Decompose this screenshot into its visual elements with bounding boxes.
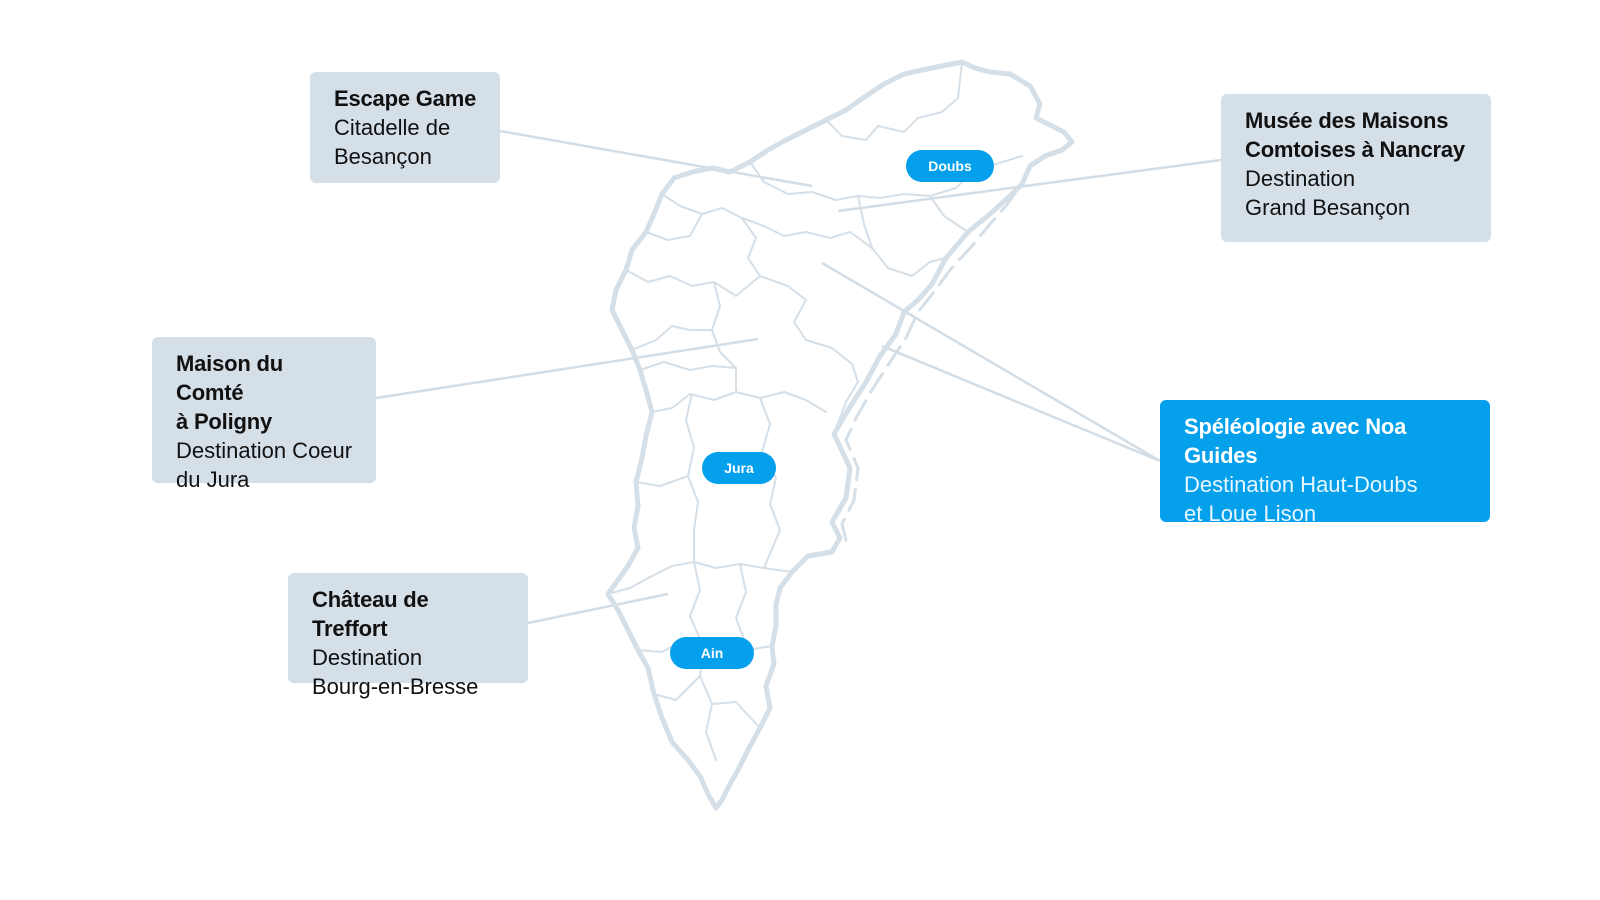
connector-speleologie-b (881, 344, 1161, 463)
place-subtitle-line: du Jura (176, 467, 250, 492)
place-subtitle-line: et Loue Lison (1184, 501, 1317, 526)
boundary-jura-3 (685, 281, 737, 563)
department-pill-doubs[interactable]: Doubs (906, 150, 994, 182)
boundary-doubs-2 (825, 61, 963, 141)
place-subtitle-line: Destination Coeur (176, 438, 353, 463)
boundary-doubs-jura (661, 193, 859, 435)
boundary-jura-2 (651, 391, 827, 413)
place-card-musee-nancray[interactable]: Musée des Maisons Comtoises à Nancray De… (1221, 94, 1491, 242)
connector-maison-comte (375, 337, 759, 400)
department-label: Jura (724, 460, 754, 476)
department-pill-jura[interactable]: Jura (702, 452, 776, 484)
place-title: Spéléologie avec Noa Guides (1184, 414, 1407, 468)
department-pill-ain[interactable]: Ain (670, 637, 754, 669)
place-title: Comtoises à Nancray (1245, 137, 1465, 162)
connector-speleologie-a (821, 261, 1161, 463)
place-subtitle-line: Destination (1245, 166, 1356, 191)
department-label: Doubs (928, 158, 972, 174)
boundary-ain-3 (653, 675, 761, 729)
boundary-jura-5 (631, 213, 713, 351)
boundary-jura-4 (635, 361, 781, 569)
connector-musee-nancray (837, 158, 1222, 213)
place-card-speleologie[interactable]: Spéléologie avec Noa Guides Destination … (1160, 400, 1490, 526)
place-title: à Poligny (176, 409, 272, 434)
boundary-doubs-4 (857, 195, 969, 249)
department-label: Ain (700, 645, 724, 661)
place-card-chateau-treffort[interactable]: Château de Treffort Destination Bourg-en… (288, 573, 528, 699)
boundary-doubs-3 (741, 217, 947, 277)
connector-escape-game (499, 129, 813, 188)
east-border-dashed (840, 164, 1032, 550)
place-card-maison-comte[interactable]: Maison du Comté à Poligny Destination Co… (152, 337, 376, 492)
place-title: Musée des Maisons (1245, 108, 1449, 133)
place-subtitle-line: Bourg-en-Bresse (312, 674, 479, 699)
place-subtitle-line: Besançon (334, 144, 432, 169)
place-subtitle-line: Grand Besançon (1245, 195, 1411, 220)
place-subtitle-line: Destination Haut-Doubs (1184, 472, 1418, 497)
place-card-escape-game[interactable]: Escape Game Citadelle de Besançon (310, 72, 500, 183)
place-title: Maison du Comté (176, 351, 283, 405)
boundary-jura-1 (625, 269, 761, 297)
connector-chateau-treffort (527, 592, 669, 625)
place-subtitle-line: Destination (312, 645, 423, 670)
place-title: Château de Treffort (312, 587, 429, 641)
place-subtitle-line: Citadelle de (334, 115, 451, 140)
connector-lines (375, 129, 1222, 625)
place-title: Escape Game (334, 86, 477, 111)
region-outer-border (605, 59, 1075, 811)
region-outline (605, 59, 1075, 811)
